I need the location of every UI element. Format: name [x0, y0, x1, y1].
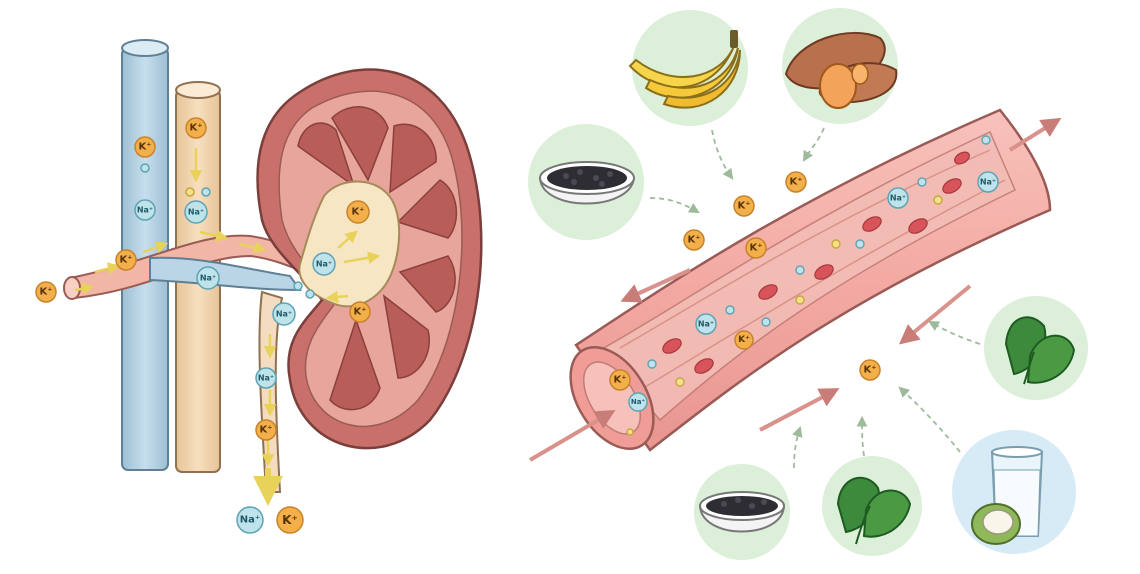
potassium-ion-label: K⁺ [687, 235, 700, 246]
coconut-water-icon [952, 430, 1076, 554]
sodium-ion-circle [977, 171, 999, 193]
spinach-icon-bottom [822, 456, 922, 556]
sodium-ion-badge: Na⁺ [184, 200, 208, 224]
potassium-ion-label: K⁺ [39, 287, 52, 298]
ion-dots-vessel [626, 135, 991, 436]
potassium-ion-circle [609, 369, 631, 391]
potassium-ion-badge: K⁺ [734, 330, 754, 350]
potassium-ion-circle [683, 229, 705, 251]
sodium-ion-circle [695, 313, 717, 335]
sodium-ion-circle [255, 367, 277, 389]
sodium-ion-label: Na⁺ [980, 178, 996, 187]
sodium-ion-badge: Na⁺ [887, 187, 909, 209]
potassium-ion-circle [734, 330, 754, 350]
potassium-ion-circle [255, 419, 277, 441]
absorption-arrows [649, 127, 981, 469]
potassium-ion-label: K⁺ [282, 513, 298, 527]
potassium-ion-circle [115, 249, 137, 271]
potassium-ion-circle [349, 301, 371, 323]
potassium-ion-badge: K⁺ [35, 281, 57, 303]
potassium-ion-circle [785, 171, 807, 193]
potassium-ion-circle [859, 359, 881, 381]
sodium-ion-circle [312, 252, 336, 276]
potassium-ion-badge: K⁺ [683, 229, 705, 251]
sodium-ion-label: Na⁺ [698, 320, 714, 329]
potassium-ion-label: K⁺ [737, 201, 750, 212]
sodium-ion-label: Na⁺ [137, 206, 153, 215]
potassium-ion-label: K⁺ [749, 243, 762, 254]
ion-dots-left [140, 163, 315, 299]
sodium-ion-circle [134, 199, 156, 221]
potassium-ion-circle [134, 136, 156, 158]
sodium-ion-label: Na⁺ [890, 194, 906, 203]
potassium-ion-badge: K⁺ [349, 301, 371, 323]
sodium-ion-badge: Na⁺ [255, 367, 277, 389]
blood-vessel [569, 108, 1052, 452]
sodium-ion-label: Na⁺ [258, 374, 274, 383]
kidney [256, 68, 483, 450]
potassium-ion-label: K⁺ [189, 123, 202, 134]
sodium-ion-label: Na⁺ [631, 398, 646, 406]
sodium-ion-label: Na⁺ [188, 208, 204, 217]
potassium-ion-circle [346, 200, 370, 224]
potassium-ion-circle [35, 281, 57, 303]
potassium-ion-badge: K⁺ [745, 237, 767, 259]
sodium-ion-label: Na⁺ [316, 260, 332, 269]
potassium-ion-label: K⁺ [138, 142, 151, 153]
potassium-ion-badge: K⁺ [859, 359, 881, 381]
potassium-ion-label: K⁺ [738, 335, 750, 345]
sodium-ion-circle [184, 200, 208, 224]
sodium-ion-circle [887, 187, 909, 209]
sodium-ion-badge: Na⁺ [272, 302, 296, 326]
potassium-ion-label: K⁺ [789, 177, 802, 188]
potassium-ion-circle [276, 506, 304, 534]
sodium-ion-label: Na⁺ [276, 310, 292, 319]
sodium-ion-circle [628, 392, 648, 412]
sodium-ion-badge: Na⁺ [236, 506, 264, 534]
sodium-ion-badge: Na⁺ [312, 252, 336, 276]
sodium-ion-badge: Na⁺ [628, 392, 648, 412]
sodium-ion-badge: Na⁺ [977, 171, 999, 193]
flow-arrows-kidney [74, 148, 381, 467]
potassium-ion-label: K⁺ [613, 375, 626, 386]
potassium-ion-badge: K⁺ [255, 419, 277, 441]
sodium-ion-badge: Na⁺ [196, 266, 220, 290]
sweet-potato-icon [782, 8, 898, 124]
potassium-ion-label: K⁺ [119, 255, 132, 266]
potassium-ion-label: K⁺ [259, 425, 272, 436]
sodium-ion-badge: Na⁺ [134, 199, 156, 221]
flow-arrows-vessel [528, 117, 1062, 462]
potassium-ion-badge: K⁺ [346, 200, 370, 224]
black-beans-icon [528, 124, 644, 240]
potassium-ion-badge: K⁺ [276, 506, 304, 534]
sodium-ion-label: Na⁺ [240, 515, 260, 526]
potassium-ion-circle [185, 117, 207, 139]
potassium-ion-label: K⁺ [863, 365, 876, 376]
potassium-ion-circle [745, 237, 767, 259]
banana-icon [628, 10, 748, 126]
sodium-ion-circle [236, 506, 264, 534]
potassium-ion-badge: K⁺ [609, 369, 631, 391]
potassium-ion-label: K⁺ [351, 207, 364, 218]
ion-badges: K⁺ Na⁺ K⁺ Na⁺ K⁺ K⁺ Na⁺ K⁺ Na⁺ K⁺ Na⁺ Na⁺ K⁺ Na⁺ K⁺ K⁺ K… [35, 117, 999, 534]
spinach-icon [984, 296, 1088, 400]
potassium-ion-badge: K⁺ [185, 117, 207, 139]
potassium-ion-badge: K⁺ [785, 171, 807, 193]
sodium-ion-label: Na⁺ [200, 274, 216, 283]
sodium-ion-circle [272, 302, 296, 326]
potassium-ion-label: K⁺ [353, 307, 366, 318]
potassium-ion-badge: K⁺ [733, 195, 755, 217]
potassium-ion-badge: K⁺ [115, 249, 137, 271]
black-beans-icon-bottom [694, 464, 790, 560]
potassium-ion-circle [733, 195, 755, 217]
sodium-ion-badge: Na⁺ [695, 313, 717, 335]
sodium-ion-circle [196, 266, 220, 290]
potassium-ion-badge: K⁺ [134, 136, 156, 158]
